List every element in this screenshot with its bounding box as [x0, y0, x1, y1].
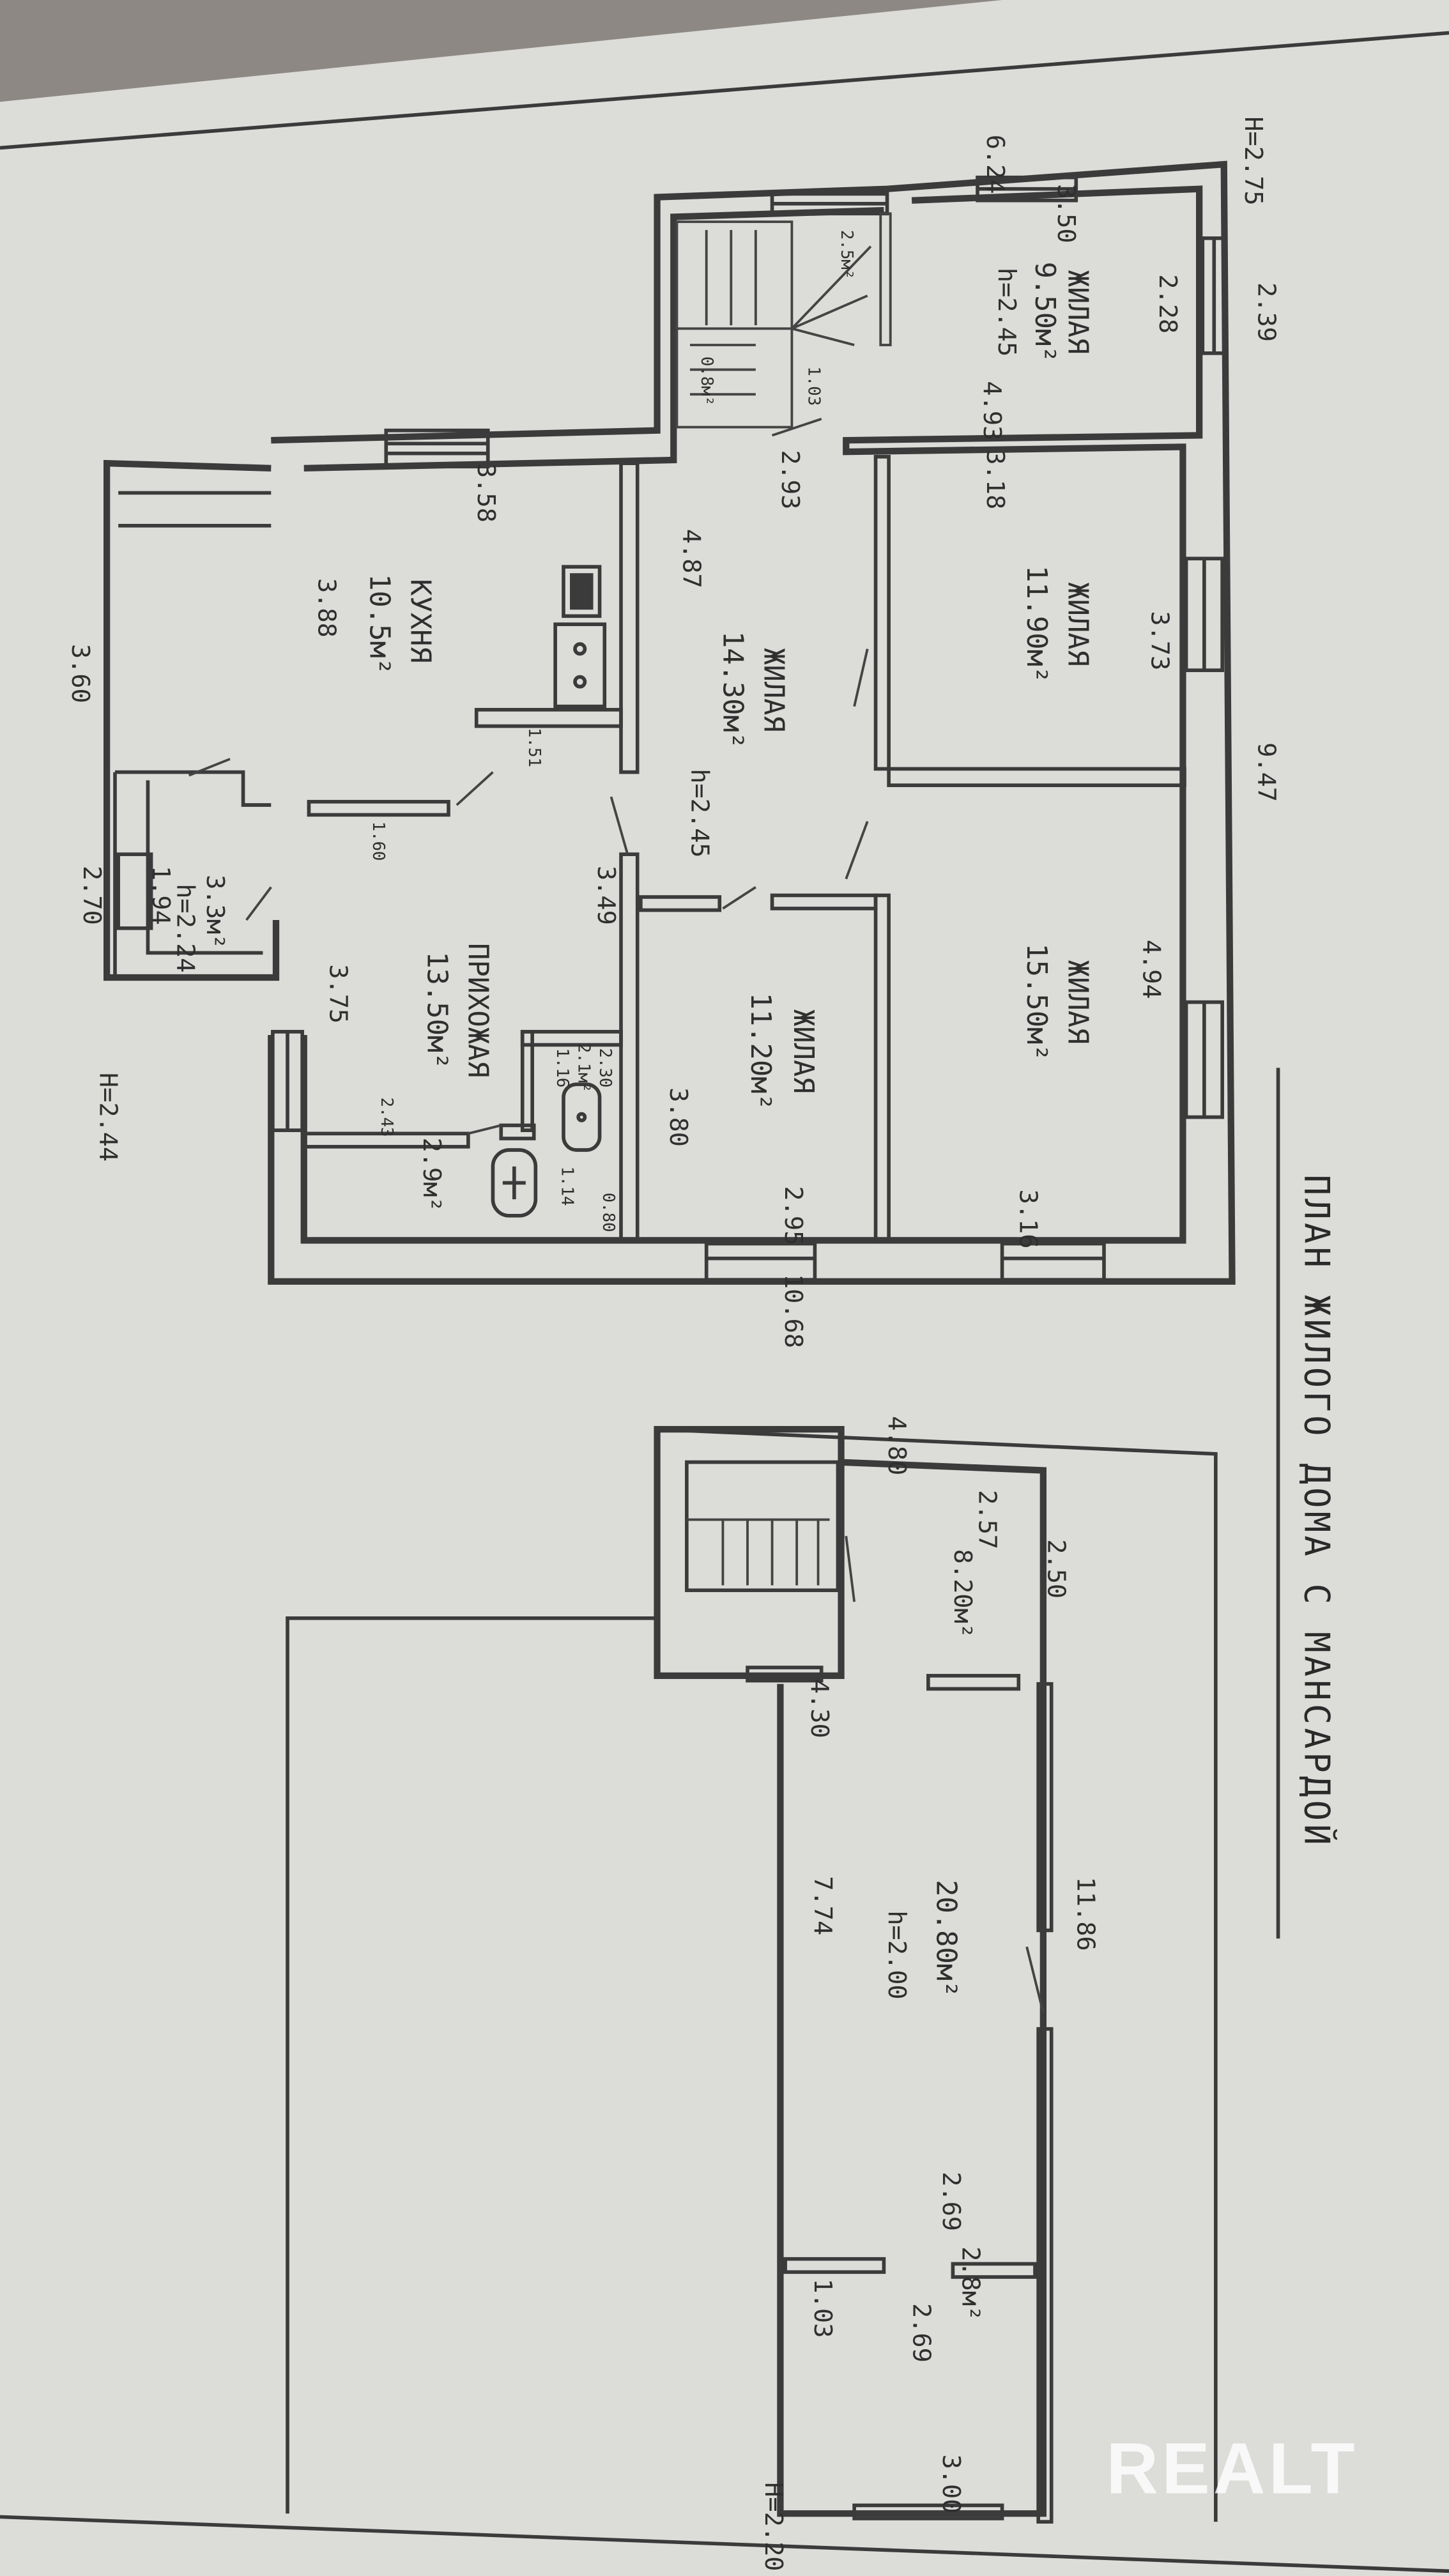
room-label: ЖИЛАЯ: [1061, 960, 1094, 1045]
dimension: 2.43: [377, 1098, 396, 1137]
paper-border-top: [0, 31, 1449, 150]
dimension: 2.70: [77, 866, 106, 925]
room-label: ЖИЛАЯ: [758, 648, 790, 732]
dimension: 1.94: [146, 866, 175, 925]
background-carpet: [0, 0, 1002, 102]
dimension: 2.69: [937, 2172, 965, 2231]
room-height: h=2.00: [882, 1910, 911, 1999]
dimension: 4.93: [977, 381, 1006, 440]
height-porch: H=2.44: [94, 1073, 123, 1162]
ground-floor-plan: [103, 160, 1236, 1285]
dimension: 2.50: [1041, 1539, 1070, 1598]
dimension: 3.73: [1145, 611, 1174, 670]
attic-plan: [286, 1426, 1218, 2524]
interior-walls: [302, 455, 1186, 1243]
dimension: 1.14: [558, 1167, 577, 1206]
dimension: 3.58: [471, 463, 500, 523]
room-area: 2.8м²: [956, 2246, 985, 2320]
room-area: 9.50м²: [1029, 262, 1061, 363]
dimension: 1.16: [553, 1048, 572, 1087]
room-area: 2.9м²: [417, 1138, 446, 1212]
dimension: 3.00: [937, 2455, 965, 2514]
room-label: ПРИХОЖАЯ: [462, 943, 494, 1078]
room-area: 15.50м²: [1020, 943, 1053, 1061]
room-label: КУХНЯ: [404, 579, 437, 663]
dimension: 9.47: [1252, 742, 1281, 802]
staircase: [675, 212, 892, 429]
dimension: 1.51: [525, 728, 544, 767]
room-area: 14.30м²: [716, 631, 749, 749]
dimension: 2.95: [779, 1186, 808, 1245]
room-label: ЖИЛАЯ: [787, 1009, 820, 1094]
dimension: 3.75: [324, 964, 353, 1023]
room-height: h=2.45: [992, 268, 1021, 356]
realt-watermark: REALT: [1106, 2428, 1358, 2508]
room-area: 2.5м²: [837, 230, 856, 279]
dimension: 3.80: [664, 1087, 693, 1147]
dimension: 2.93: [776, 450, 804, 509]
kitchen-stove: [553, 565, 607, 709]
dimension: 3.60: [66, 644, 95, 703]
porch: [103, 459, 280, 981]
dimension: 3.49: [592, 866, 620, 925]
room-area: 2.1м²: [574, 1043, 593, 1092]
room-area: 20.80м²: [930, 1880, 963, 1997]
dimension: 2.69: [907, 2303, 936, 2363]
room-area: 11.90м²: [1020, 565, 1053, 683]
dimension: 3.18: [981, 450, 1009, 509]
room-area: 0.8м²: [697, 356, 716, 406]
dimension: 3.50: [1052, 184, 1080, 243]
paper-border-bottom: [0, 2515, 1449, 2573]
dimension: 4.80: [882, 1416, 911, 1475]
dimension: 2.28: [1153, 274, 1182, 334]
dimension: 1.60: [369, 822, 388, 861]
dimension: 4.30: [805, 1679, 834, 1738]
ground-floor-labels: H=2.75 H=2.44 ЖИЛАЯ 9.50м² h=2.45 ЖИЛАЯ …: [66, 116, 1281, 1348]
dimension: 4.94: [1137, 940, 1166, 999]
room-label: ЖИЛАЯ: [1061, 270, 1094, 355]
dimension: 3.16: [1014, 1190, 1043, 1249]
room-area: 13.50м²: [420, 951, 453, 1069]
dimension: 2.39: [1252, 282, 1281, 342]
plan-title: ПЛАН ЖИЛОГО ДОМА С МАНСАРДОЙ: [1297, 1175, 1337, 1848]
height-attic: H=2.20: [759, 2482, 788, 2571]
room-area: 3.3м²: [201, 875, 229, 949]
attic-labels: H=2.20 8.20м² 20.80м² h=2.00 2.8м² 4.80 …: [759, 1416, 1100, 2571]
dimension: 1.03: [808, 2278, 837, 2338]
dimension: 1.03: [804, 366, 823, 406]
dimension: 10.68: [779, 1274, 808, 1348]
room-area: 8.20м²: [948, 1549, 977, 1638]
height-main: H=2.75: [1239, 116, 1268, 205]
room-area: 11.20м²: [744, 993, 777, 1110]
dimension: 2.30: [595, 1048, 615, 1087]
room-label: ЖИЛАЯ: [1061, 582, 1094, 666]
bathroom-fixtures: [491, 1082, 602, 1218]
dimension: 6.24: [981, 135, 1009, 194]
room-height: h=2.24: [171, 884, 200, 972]
dimension: 3.88: [312, 578, 341, 638]
doors: [456, 417, 869, 1135]
room-height: h=2.45: [685, 769, 714, 857]
dimension: 0.80: [599, 1193, 618, 1232]
room-area: 10.5м²: [363, 574, 395, 675]
dimension: 11.86: [1071, 1877, 1100, 1951]
dimension: 7.74: [808, 1876, 837, 1935]
dimension: 4.87: [677, 529, 706, 588]
dimension: 2.57: [972, 1490, 1001, 1549]
windows: [271, 175, 1228, 1282]
